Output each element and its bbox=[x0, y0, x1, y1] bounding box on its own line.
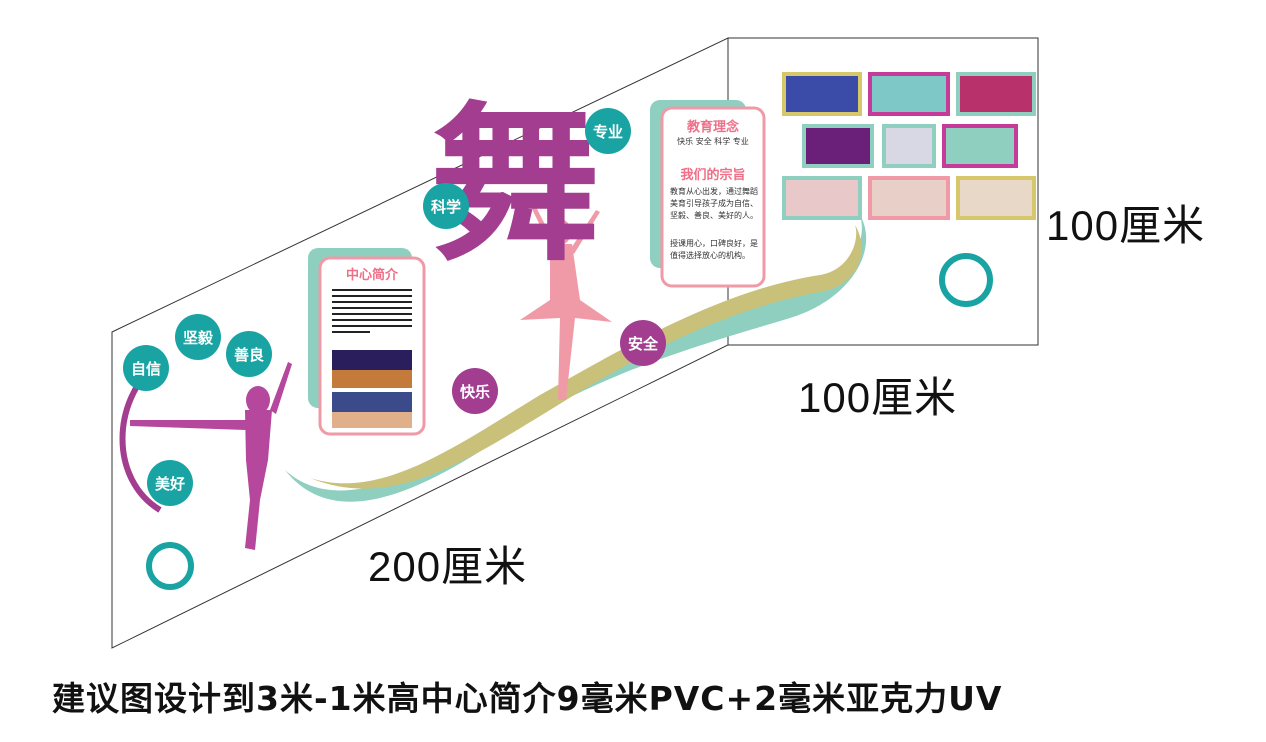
dimension-width-left: 200厘米 bbox=[368, 543, 528, 590]
keyword-safety: 安全 bbox=[620, 320, 666, 366]
mission-text-1: 教育从心出发，通过舞蹈美育引导孩子成为自信、坚毅、善良、美好的人。 bbox=[670, 187, 758, 220]
mission-title: 我们的宗旨 bbox=[680, 168, 746, 183]
dimension-width-right: 100厘米 bbox=[798, 374, 958, 421]
photo-grid bbox=[782, 72, 1036, 220]
keyword-perseverance: 坚毅 bbox=[175, 314, 221, 360]
keyword-science: 科学 bbox=[423, 183, 469, 229]
main-character: 舞 bbox=[430, 85, 601, 285]
philosophy-title: 教育理念 bbox=[686, 120, 739, 135]
philosophy-panel bbox=[660, 106, 766, 288]
philosophy-subtitle: 快乐 安全 科学 专业 bbox=[677, 137, 749, 146]
mission-text-2: 授课用心，口碑良好，是值得选择放心的机构。 bbox=[670, 239, 758, 260]
teal-ring-right bbox=[939, 253, 993, 307]
dancer-left-silhouette bbox=[130, 362, 292, 550]
dimension-height-right: 100厘米 bbox=[1046, 202, 1206, 249]
keyword-professional: 专业 bbox=[585, 108, 631, 154]
dancer-right-silhouette bbox=[520, 203, 612, 400]
keyword-confidence: 自信 bbox=[123, 345, 169, 391]
teal-ring-left bbox=[146, 542, 194, 590]
intro-photo-group-floor bbox=[332, 412, 412, 428]
intro-panel-title: 中心简介 bbox=[345, 268, 398, 283]
intro-photo-stage-floor bbox=[332, 370, 412, 388]
keyword-happiness: 快乐 bbox=[452, 368, 498, 414]
keyword-kindness: 善良 bbox=[226, 331, 272, 377]
keyword-beauty: 美好 bbox=[147, 460, 193, 506]
design-caption: 建议图设计到3米-1米高中心简介9毫米PVC+2毫米亚克力UV bbox=[52, 679, 1003, 718]
intro-text-lines bbox=[332, 289, 412, 333]
